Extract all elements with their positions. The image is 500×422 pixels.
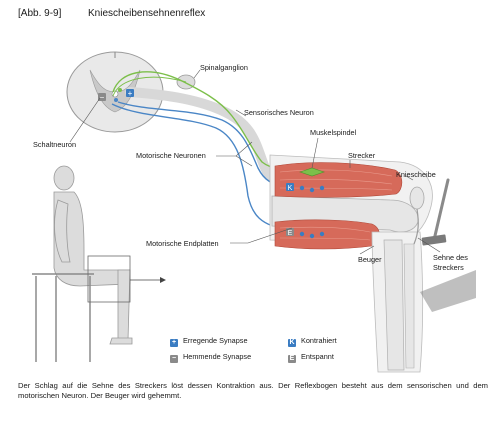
excitatory-synapse-marker	[126, 89, 134, 97]
muscle-spindle	[299, 167, 325, 177]
label-motorische-neuronen: Motorische Neuronen	[136, 151, 206, 160]
inhibitory-synapse-marker	[98, 93, 106, 101]
legend-inhibitory: −Hemmende Synapse	[170, 352, 251, 363]
reflex-hammer-icon	[421, 178, 450, 246]
e-symbol: E	[288, 230, 293, 237]
zoom-box	[87, 255, 131, 303]
label-muskelspindel: Muskelspindel	[310, 128, 357, 137]
minus-box-icon: −	[170, 355, 178, 363]
contracted-marker	[286, 183, 294, 191]
figure-reference: [Abb. 9-9]	[18, 8, 62, 19]
patellar-tendon	[413, 208, 419, 245]
legend-relaxed-label: Entspannt	[301, 352, 334, 361]
legend-relaxed: E Entspannt	[288, 352, 334, 363]
motor-neuron-extensor	[117, 101, 291, 187]
k-box-icon: K	[288, 339, 296, 347]
label-sehne-des: Sehne des	[433, 253, 468, 262]
figure-header: [Abb. 9-9] Kniescheibensehnenreflex	[18, 8, 205, 19]
label-motorische-endplatten: Motorische Endplatten	[146, 239, 219, 248]
plus-symbol: +	[128, 89, 133, 98]
label-spinalganglion: Spinalganglion	[200, 63, 248, 72]
label-schaltneuron: Schaltneuron	[33, 140, 76, 149]
label-streckers: Streckers	[433, 263, 464, 272]
e-box-icon: E	[288, 355, 296, 363]
figure-caption: Der Schlag auf die Sehne des Streckers l…	[18, 381, 488, 400]
relaxed-marker	[286, 228, 294, 236]
legend-excitatory: + Erregende Synapse	[170, 336, 248, 347]
stool	[32, 273, 94, 362]
kneecap	[409, 186, 425, 210]
nerve-bundle	[125, 87, 285, 187]
label-strecker: Strecker	[348, 151, 376, 160]
minus-symbol: −	[100, 93, 105, 102]
seated-person	[53, 165, 133, 345]
label-beuger: Beuger	[358, 255, 382, 264]
figure-title: Kniescheibensehnenreflex	[88, 8, 206, 19]
legend-excitatory-label: Erregende Synapse	[183, 336, 248, 345]
legend-contracted-label: Kontrahiert	[301, 336, 337, 345]
plus-box-icon: +	[170, 339, 178, 347]
label-kniescheibe: Kniescheibe	[396, 170, 436, 179]
label-sensorisches-neuron: Sensorisches Neuron	[244, 108, 314, 117]
motor-end-plates	[299, 185, 325, 239]
k-symbol: K	[288, 185, 293, 192]
legend-contracted: K Kontrahiert	[288, 336, 337, 347]
motor-neuron-flexor	[111, 103, 291, 231]
legend-inhibitory-label: Hemmende Synapse	[183, 352, 252, 361]
